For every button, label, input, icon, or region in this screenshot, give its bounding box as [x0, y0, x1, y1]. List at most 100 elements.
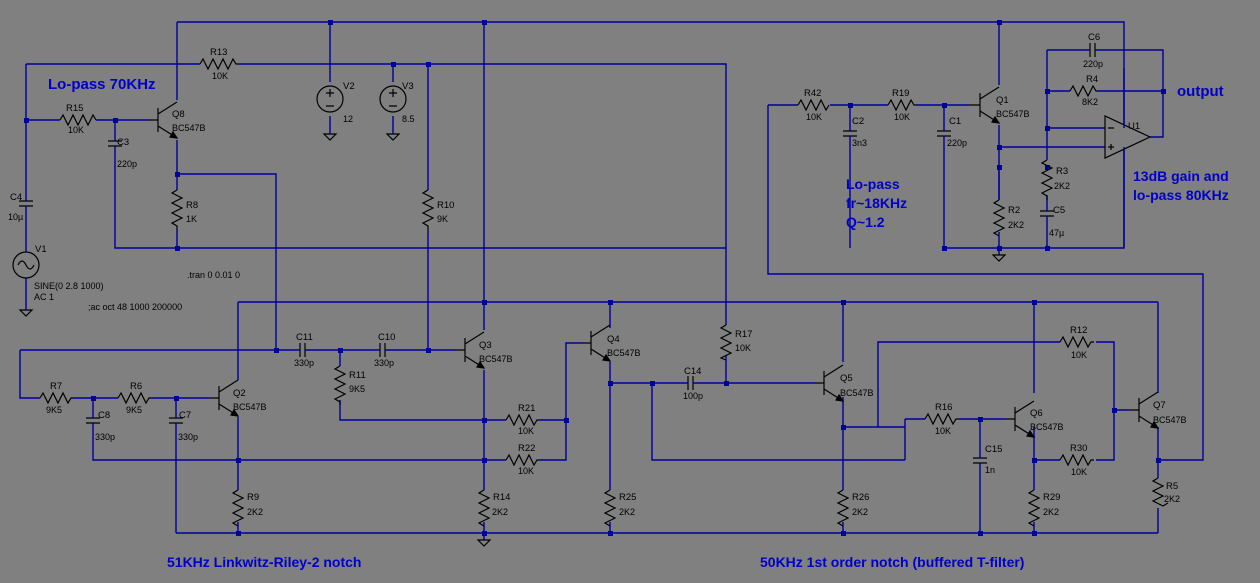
label-lp18-2: fr~18KHz: [846, 195, 907, 211]
transistor-q5: Q5 BC547B: [815, 364, 874, 402]
source-value: 8.5: [402, 114, 415, 124]
label-lopass-70: Lo-pass 70KHz: [48, 76, 156, 93]
resistor-r15: R15 10K: [59, 103, 97, 135]
svg-text:330p: 330p: [374, 358, 394, 368]
svg-text:R5: R5: [1166, 481, 1178, 492]
svg-text:R25: R25: [619, 492, 636, 503]
svg-text:9K5: 9K5: [349, 384, 365, 394]
svg-text:C2: C2: [852, 116, 864, 127]
svg-text:Q7: Q7: [1153, 400, 1166, 411]
svg-text:R12: R12: [1070, 325, 1087, 336]
resistor-r12: R12 10K: [1059, 325, 1094, 360]
capacitor-c11: C11 330p: [290, 332, 314, 368]
svg-text:C8: C8: [98, 410, 110, 421]
ground-icon: [18, 309, 34, 317]
resistor-r22: R22 10K: [505, 443, 540, 476]
svg-text:Q1: Q1: [996, 95, 1009, 106]
svg-text:C15: C15: [985, 444, 1002, 455]
resistor-r42: R42 10K: [797, 88, 830, 122]
svg-text:10K: 10K: [935, 426, 951, 436]
svg-text:10K: 10K: [894, 112, 910, 122]
svg-text:2K2: 2K2: [1043, 507, 1059, 517]
opamp-u1: U1: [1104, 60, 1152, 247]
svg-text:R26: R26: [852, 492, 869, 503]
svg-text:BC547B: BC547B: [996, 109, 1030, 119]
svg-text:1n: 1n: [985, 465, 995, 475]
svg-text:10K: 10K: [1071, 350, 1087, 360]
svg-text:R14: R14: [493, 492, 510, 503]
capacitor-c15: C15 1n: [973, 444, 1002, 475]
svg-text:R21: R21: [518, 403, 535, 414]
label-output: output: [1177, 83, 1224, 100]
transistors: Q8 BC547B Q1 BC547B Q2 BC547B Q3 BC547B: [148, 86, 1187, 438]
source-name: V2: [343, 81, 355, 92]
resistor-r16: R16 10K: [924, 402, 959, 436]
svg-text:9K5: 9K5: [126, 405, 142, 415]
voltage-source-v1: V1 SINE(0 2.8 1000) AC 1: [12, 244, 104, 302]
svg-text:R4: R4: [1086, 74, 1098, 85]
annotations: Lo-pass 70KHz output 13dB gain and lo-pa…: [48, 76, 1229, 570]
resistor-r11: R11 9K5: [333, 365, 366, 405]
resistor-r17: R17 10K: [719, 324, 752, 361]
source-name: V1: [35, 244, 47, 255]
capacitor-c10: C10 330p: [372, 332, 395, 368]
svg-text:Q5: Q5: [840, 373, 853, 384]
svg-text:C1: C1: [949, 116, 961, 127]
resistor-r5: R5 2K2: [1151, 477, 1180, 507]
svg-text:220p: 220p: [1083, 59, 1103, 69]
spice-directive-ac: ;ac oct 48 1000 200000: [88, 302, 182, 312]
source-value: SINE(0 2.8 1000): [34, 281, 104, 291]
svg-text:C6: C6: [1088, 32, 1100, 43]
transistor-q8: Q8 BC547B: [148, 101, 206, 139]
svg-text:2K2: 2K2: [1164, 494, 1180, 504]
svg-text:C14: C14: [684, 366, 701, 377]
svg-text:2K2: 2K2: [1008, 220, 1024, 230]
svg-text:R6: R6: [130, 381, 142, 392]
capacitor-c14: C14 100p: [680, 366, 703, 401]
svg-text:C4: C4: [10, 192, 22, 203]
transistor-q4: Q4 BC547B: [583, 324, 641, 362]
resistor-r10: R10 9K: [421, 189, 454, 232]
svg-text:9K: 9K: [437, 214, 448, 224]
resistor-r29: R29 2K2: [1027, 489, 1060, 527]
source-value: 12: [343, 114, 353, 124]
svg-text:Q4: Q4: [607, 334, 620, 345]
svg-text:R42: R42: [804, 88, 821, 99]
resistor-r4: R4 8K2: [1069, 74, 1098, 107]
label-gain-2: lo-pass 80KHz: [1133, 187, 1229, 203]
svg-text:R3: R3: [1056, 166, 1068, 177]
svg-text:Q3: Q3: [479, 340, 492, 351]
svg-text:330p: 330p: [294, 358, 314, 368]
resistor-r25: R25 2K2: [603, 489, 636, 527]
svg-text:BC547B: BC547B: [172, 123, 206, 133]
svg-text:C5: C5: [1053, 205, 1065, 216]
svg-text:2K2: 2K2: [1054, 181, 1070, 191]
svg-text:R8: R8: [186, 200, 198, 211]
svg-text:BC547B: BC547B: [607, 348, 641, 358]
resistor-r2: R2 2K2: [992, 199, 1024, 237]
svg-text:2K2: 2K2: [619, 507, 635, 517]
resistor-r19: R19 10K: [887, 88, 915, 122]
ground-icon: [991, 254, 1007, 262]
svg-text:R7: R7: [50, 381, 62, 392]
svg-text:R2: R2: [1008, 205, 1020, 216]
capacitor-c4: C4 10µ: [8, 192, 33, 222]
svg-text:47µ: 47µ: [1049, 228, 1064, 238]
svg-text:R29: R29: [1043, 492, 1060, 503]
transistor-q1: Q1 BC547B: [970, 86, 1030, 124]
resistor-r26: R26 2K2: [836, 489, 869, 527]
svg-text:10K: 10K: [518, 426, 534, 436]
ground-icon: [385, 133, 401, 141]
svg-text:BC547B: BC547B: [479, 354, 513, 364]
svg-text:Q2: Q2: [233, 388, 246, 399]
label-first-notch: 50KHz 1st order notch (buffered T-filter…: [760, 554, 1024, 570]
resistor-r13: R13 10K: [199, 47, 240, 81]
svg-text:330p: 330p: [95, 432, 115, 442]
svg-text:Q8: Q8: [172, 109, 185, 120]
resistors-vertical: R8 1K R10 9K R2 2K2 R3 2K2 R11 9K5 R9 2K…: [170, 159, 1180, 527]
svg-text:R10: R10: [437, 200, 454, 211]
svg-text:10K: 10K: [68, 125, 84, 135]
svg-text:C11: C11: [296, 332, 313, 343]
source-name: V3: [402, 81, 414, 92]
